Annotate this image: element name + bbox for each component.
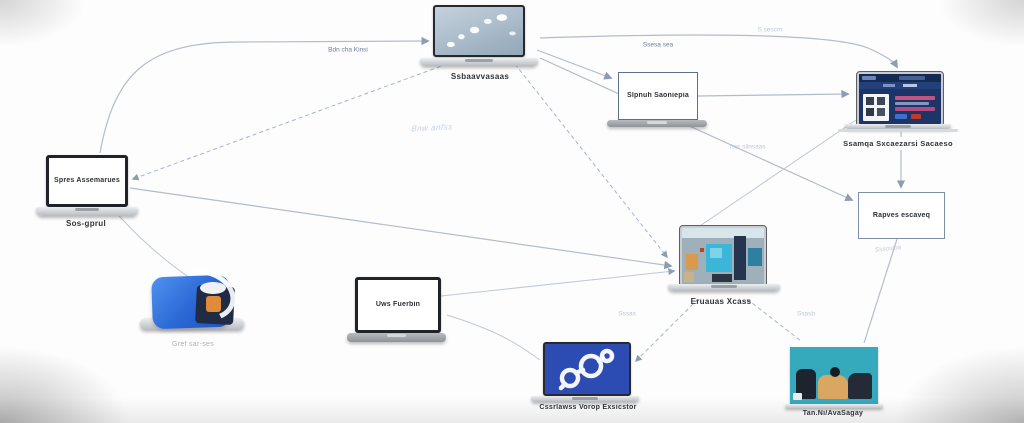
teal-photo-head bbox=[830, 367, 840, 377]
collage-teal-block bbox=[748, 248, 762, 266]
survey-box-base bbox=[607, 120, 707, 127]
white-laptop-base bbox=[347, 333, 446, 342]
edge-white-laptop-to-cluster-laptop bbox=[446, 314, 541, 361]
cluster-laptop-screen bbox=[543, 342, 631, 396]
edge-left-laptop-to-shield-photo bbox=[111, 207, 197, 283]
edge-top-laptop-to-survey-box bbox=[536, 49, 613, 80]
edge-white-laptop-to-collage-laptop bbox=[440, 268, 676, 297]
result-box-label: Rapves escaveq bbox=[872, 211, 931, 219]
webpage-red-chip bbox=[911, 114, 921, 119]
edge-survey-box-to-web-laptop bbox=[697, 89, 850, 99]
survey-box: Slpnuh Saoniepia bbox=[618, 72, 698, 120]
white-laptop-screen: Uws Fuerbin bbox=[355, 277, 441, 333]
left-laptop-caption: Sos-gprul bbox=[65, 219, 107, 228]
left-laptop-screen-text: Spres Assemarues bbox=[54, 177, 120, 185]
webpage-profile-panel bbox=[863, 94, 889, 121]
edge-collage-to-teal-dashed bbox=[746, 298, 802, 342]
edge-web-laptop-to-collage-laptop bbox=[684, 119, 857, 237]
teal-photo-laptop-base bbox=[785, 404, 883, 408]
edge-label-collage-to-cluster: Sssas bbox=[618, 310, 636, 318]
left-laptop-base bbox=[36, 207, 138, 216]
edge-collage-to-cluster-dashed bbox=[635, 298, 699, 362]
edge-left-laptop-to-collage-laptop bbox=[129, 187, 673, 270]
teal-photo-tan-blob bbox=[818, 375, 848, 399]
top-laptop-screen bbox=[433, 5, 525, 57]
profile-thumb-4 bbox=[877, 108, 885, 116]
edge-label-top-to-survey: Ssesa sea bbox=[642, 41, 674, 49]
cluster-laptop-caption: Cssrlawss Vorop Exsicstor bbox=[539, 404, 637, 411]
result-box: Rapves escaveq bbox=[858, 192, 945, 239]
edge-left-to-top-laptop bbox=[99, 36, 430, 154]
webpage-text-row bbox=[895, 102, 929, 105]
top-laptop-caption: Ssbaavvasaas bbox=[450, 72, 510, 81]
teal-photo-figure-left bbox=[796, 369, 816, 399]
teal-photo-white-chip bbox=[793, 393, 802, 400]
collage-red-speck bbox=[700, 248, 704, 252]
webpage-pink-row-1 bbox=[895, 96, 935, 100]
top-laptop-base bbox=[420, 58, 538, 66]
web-laptop-caption: Ssamqa Sxcaezarsi Sacaeso bbox=[843, 139, 953, 148]
profile-thumb-3 bbox=[866, 108, 874, 116]
survey-box-label: Slpnuh Saoniepia bbox=[627, 92, 689, 100]
result-box-footnote: Sssoslba bbox=[874, 244, 902, 254]
edge-top-laptop-to-web-laptop bbox=[539, 34, 898, 69]
webpage-button bbox=[895, 114, 907, 119]
web-laptop-base-strip bbox=[838, 129, 958, 132]
webpage-tab bbox=[883, 84, 895, 87]
edge-result-box-to-teal-photo bbox=[863, 238, 898, 344]
edge-top-laptop-to-left-laptop-dashed bbox=[131, 63, 448, 181]
collage-laptop-base bbox=[668, 284, 780, 291]
web-laptop-base bbox=[845, 124, 951, 129]
edge-label-cross-mid: Tssr slinsaas bbox=[728, 143, 766, 151]
webpage-subheader bbox=[859, 82, 941, 89]
white-laptop-screen-text: Uws Fuerbin bbox=[375, 301, 421, 309]
webpage-logo bbox=[862, 76, 876, 80]
cluster-laptop-base bbox=[531, 396, 639, 402]
handwritten-annotation: Bnw anfss bbox=[410, 122, 454, 134]
profile-thumb-2 bbox=[877, 97, 885, 105]
shield-photo-caption: Gref sar-ses bbox=[171, 341, 215, 348]
teal-photo-figure-right bbox=[848, 373, 872, 399]
collage-sky bbox=[682, 228, 764, 238]
collage-laptop-caption: Eruauas Xcass bbox=[690, 297, 752, 306]
webpage-nav bbox=[899, 76, 925, 80]
edge-label-left-to-top: Bdn cha Kinsi bbox=[328, 46, 368, 54]
webpage-tab2 bbox=[903, 84, 917, 87]
collage-navy-column bbox=[734, 236, 746, 280]
shield-photo-orange-figure bbox=[206, 296, 221, 312]
collage-dark-bottom bbox=[712, 274, 732, 282]
collage-orange bbox=[686, 254, 698, 270]
edge-label-top-to-web: S sescm bbox=[757, 26, 783, 34]
cluster-doodle bbox=[558, 348, 615, 391]
teal-photo bbox=[790, 347, 878, 404]
webpage-pink-row-2 bbox=[895, 107, 935, 111]
web-laptop-screen bbox=[856, 71, 944, 127]
teal-photo-caption: Tan.Ni/AvaSagay bbox=[802, 410, 864, 417]
shield-photo-cloud bbox=[200, 282, 226, 294]
collage-cyan-light bbox=[710, 248, 722, 258]
collage-tan bbox=[684, 272, 694, 282]
edge-label-collage-to-teal: Ssasb bbox=[796, 310, 816, 318]
collage-laptop-screen bbox=[679, 225, 767, 287]
profile-thumb-1 bbox=[866, 97, 874, 105]
left-laptop-screen: Spres Assemarues bbox=[46, 155, 128, 207]
